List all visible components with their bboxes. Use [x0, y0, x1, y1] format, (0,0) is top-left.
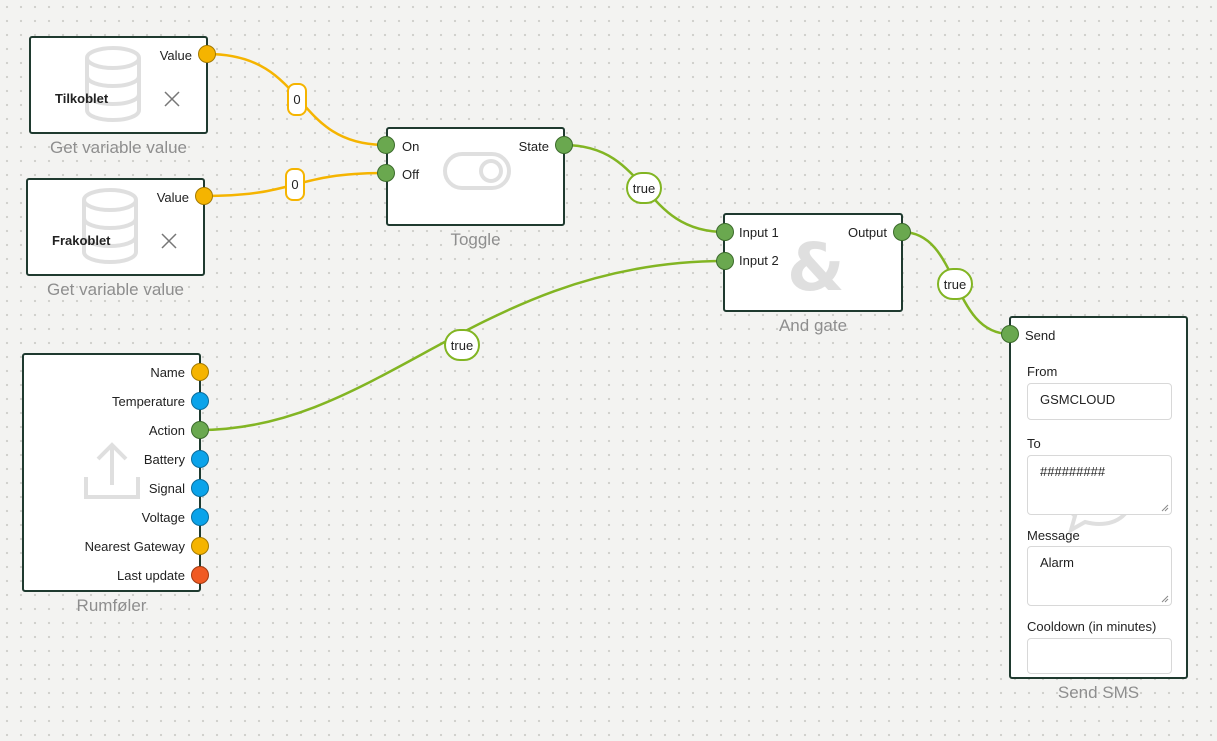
get-variable-node-frakoblet[interactable]: Value Frakoblet — [26, 178, 205, 276]
port-off-in[interactable] — [377, 164, 395, 182]
cooldown-input[interactable] — [1027, 638, 1172, 674]
port-label-nearest-gateway: Nearest Gateway — [84, 539, 185, 554]
port-label-value: Value — [156, 190, 189, 205]
port-label-input1: Input 1 — [739, 225, 779, 240]
wire-value-badge: 0 — [287, 83, 307, 116]
variable-name: Frakoblet — [52, 233, 111, 248]
port-action-out[interactable] — [191, 421, 209, 439]
ampersand-icon: & — [787, 229, 845, 306]
port-battery-out[interactable] — [191, 450, 209, 468]
to-label: To — [1027, 436, 1041, 451]
port-label-state: State — [518, 139, 549, 154]
upload-icon — [84, 442, 140, 499]
port-on-in[interactable] — [377, 136, 395, 154]
port-label-voltage: Voltage — [141, 510, 185, 525]
port-value-out[interactable] — [198, 45, 216, 63]
close-icon[interactable] — [160, 232, 178, 250]
port-label-on: On — [402, 139, 420, 154]
message-input[interactable]: Alarm — [1027, 546, 1172, 606]
get-variable-node-tilkoblet[interactable]: Value Tilkoblet — [29, 36, 208, 134]
port-state-out[interactable] — [555, 136, 573, 154]
port-send-in[interactable] — [1001, 325, 1019, 343]
port-name-out[interactable] — [191, 363, 209, 381]
variable-name: Tilkoblet — [55, 91, 109, 106]
port-output-out[interactable] — [893, 223, 911, 241]
and-gate-node[interactable]: & Input 1 Input 2 Output — [723, 213, 903, 312]
port-label-output: Output — [847, 225, 887, 240]
port-last-update-out[interactable] — [191, 566, 209, 584]
port-label-send: Send — [1025, 328, 1056, 343]
resize-grip-icon[interactable] — [1161, 504, 1169, 512]
port-temperature-out[interactable] — [191, 392, 209, 410]
node-title: Get variable value — [46, 280, 185, 299]
port-label-signal: Signal — [148, 481, 185, 496]
port-input1-in[interactable] — [716, 223, 734, 241]
port-signal-out[interactable] — [191, 479, 209, 497]
from-input[interactable]: GSMCLOUD — [1027, 383, 1172, 420]
to-value: ######### — [1040, 464, 1106, 479]
port-label-input2: Input 2 — [739, 253, 779, 268]
toggle-node[interactable]: On Off State — [386, 127, 565, 226]
wire-value-badge: true — [937, 268, 973, 300]
port-label-value: Value — [159, 48, 192, 63]
node-title: Toggle — [450, 230, 501, 249]
port-label-last-update: Last update — [117, 568, 185, 583]
send-sms-node[interactable]: Send From GSMCLOUD To ######### Message … — [1009, 316, 1188, 679]
wire-value-badge: 0 — [285, 168, 305, 201]
database-icon — [85, 46, 141, 123]
node-title: Send SMS — [1057, 683, 1140, 702]
wire-value-badge: true — [444, 329, 480, 361]
message-value: Alarm — [1040, 555, 1074, 570]
from-label: From — [1027, 364, 1058, 379]
node-title: And gate — [778, 316, 848, 335]
port-input2-in[interactable] — [716, 252, 734, 270]
port-label-name: Name — [150, 365, 185, 380]
message-label: Message — [1027, 528, 1080, 543]
port-label-battery: Battery — [143, 452, 185, 467]
port-label-off: Off — [402, 167, 420, 182]
to-input[interactable]: ######### — [1027, 455, 1172, 515]
database-icon — [82, 188, 138, 265]
wire-value-badge: true — [626, 172, 662, 204]
node-title: Rumføler — [76, 596, 147, 615]
toggle-icon — [443, 152, 511, 190]
cooldown-label: Cooldown (in minutes) — [1027, 619, 1157, 634]
port-label-action: Action — [148, 423, 185, 438]
port-label-temperature: Temperature — [112, 394, 185, 409]
node-title: Get variable value — [49, 138, 188, 157]
port-nearest-gateway-out[interactable] — [191, 537, 209, 555]
port-value-out[interactable] — [195, 187, 213, 205]
close-icon[interactable] — [163, 90, 181, 108]
resize-grip-icon[interactable] — [1161, 595, 1169, 603]
port-voltage-out[interactable] — [191, 508, 209, 526]
sensor-node[interactable]: Name Temperature Action Battery Signal V… — [22, 353, 201, 592]
